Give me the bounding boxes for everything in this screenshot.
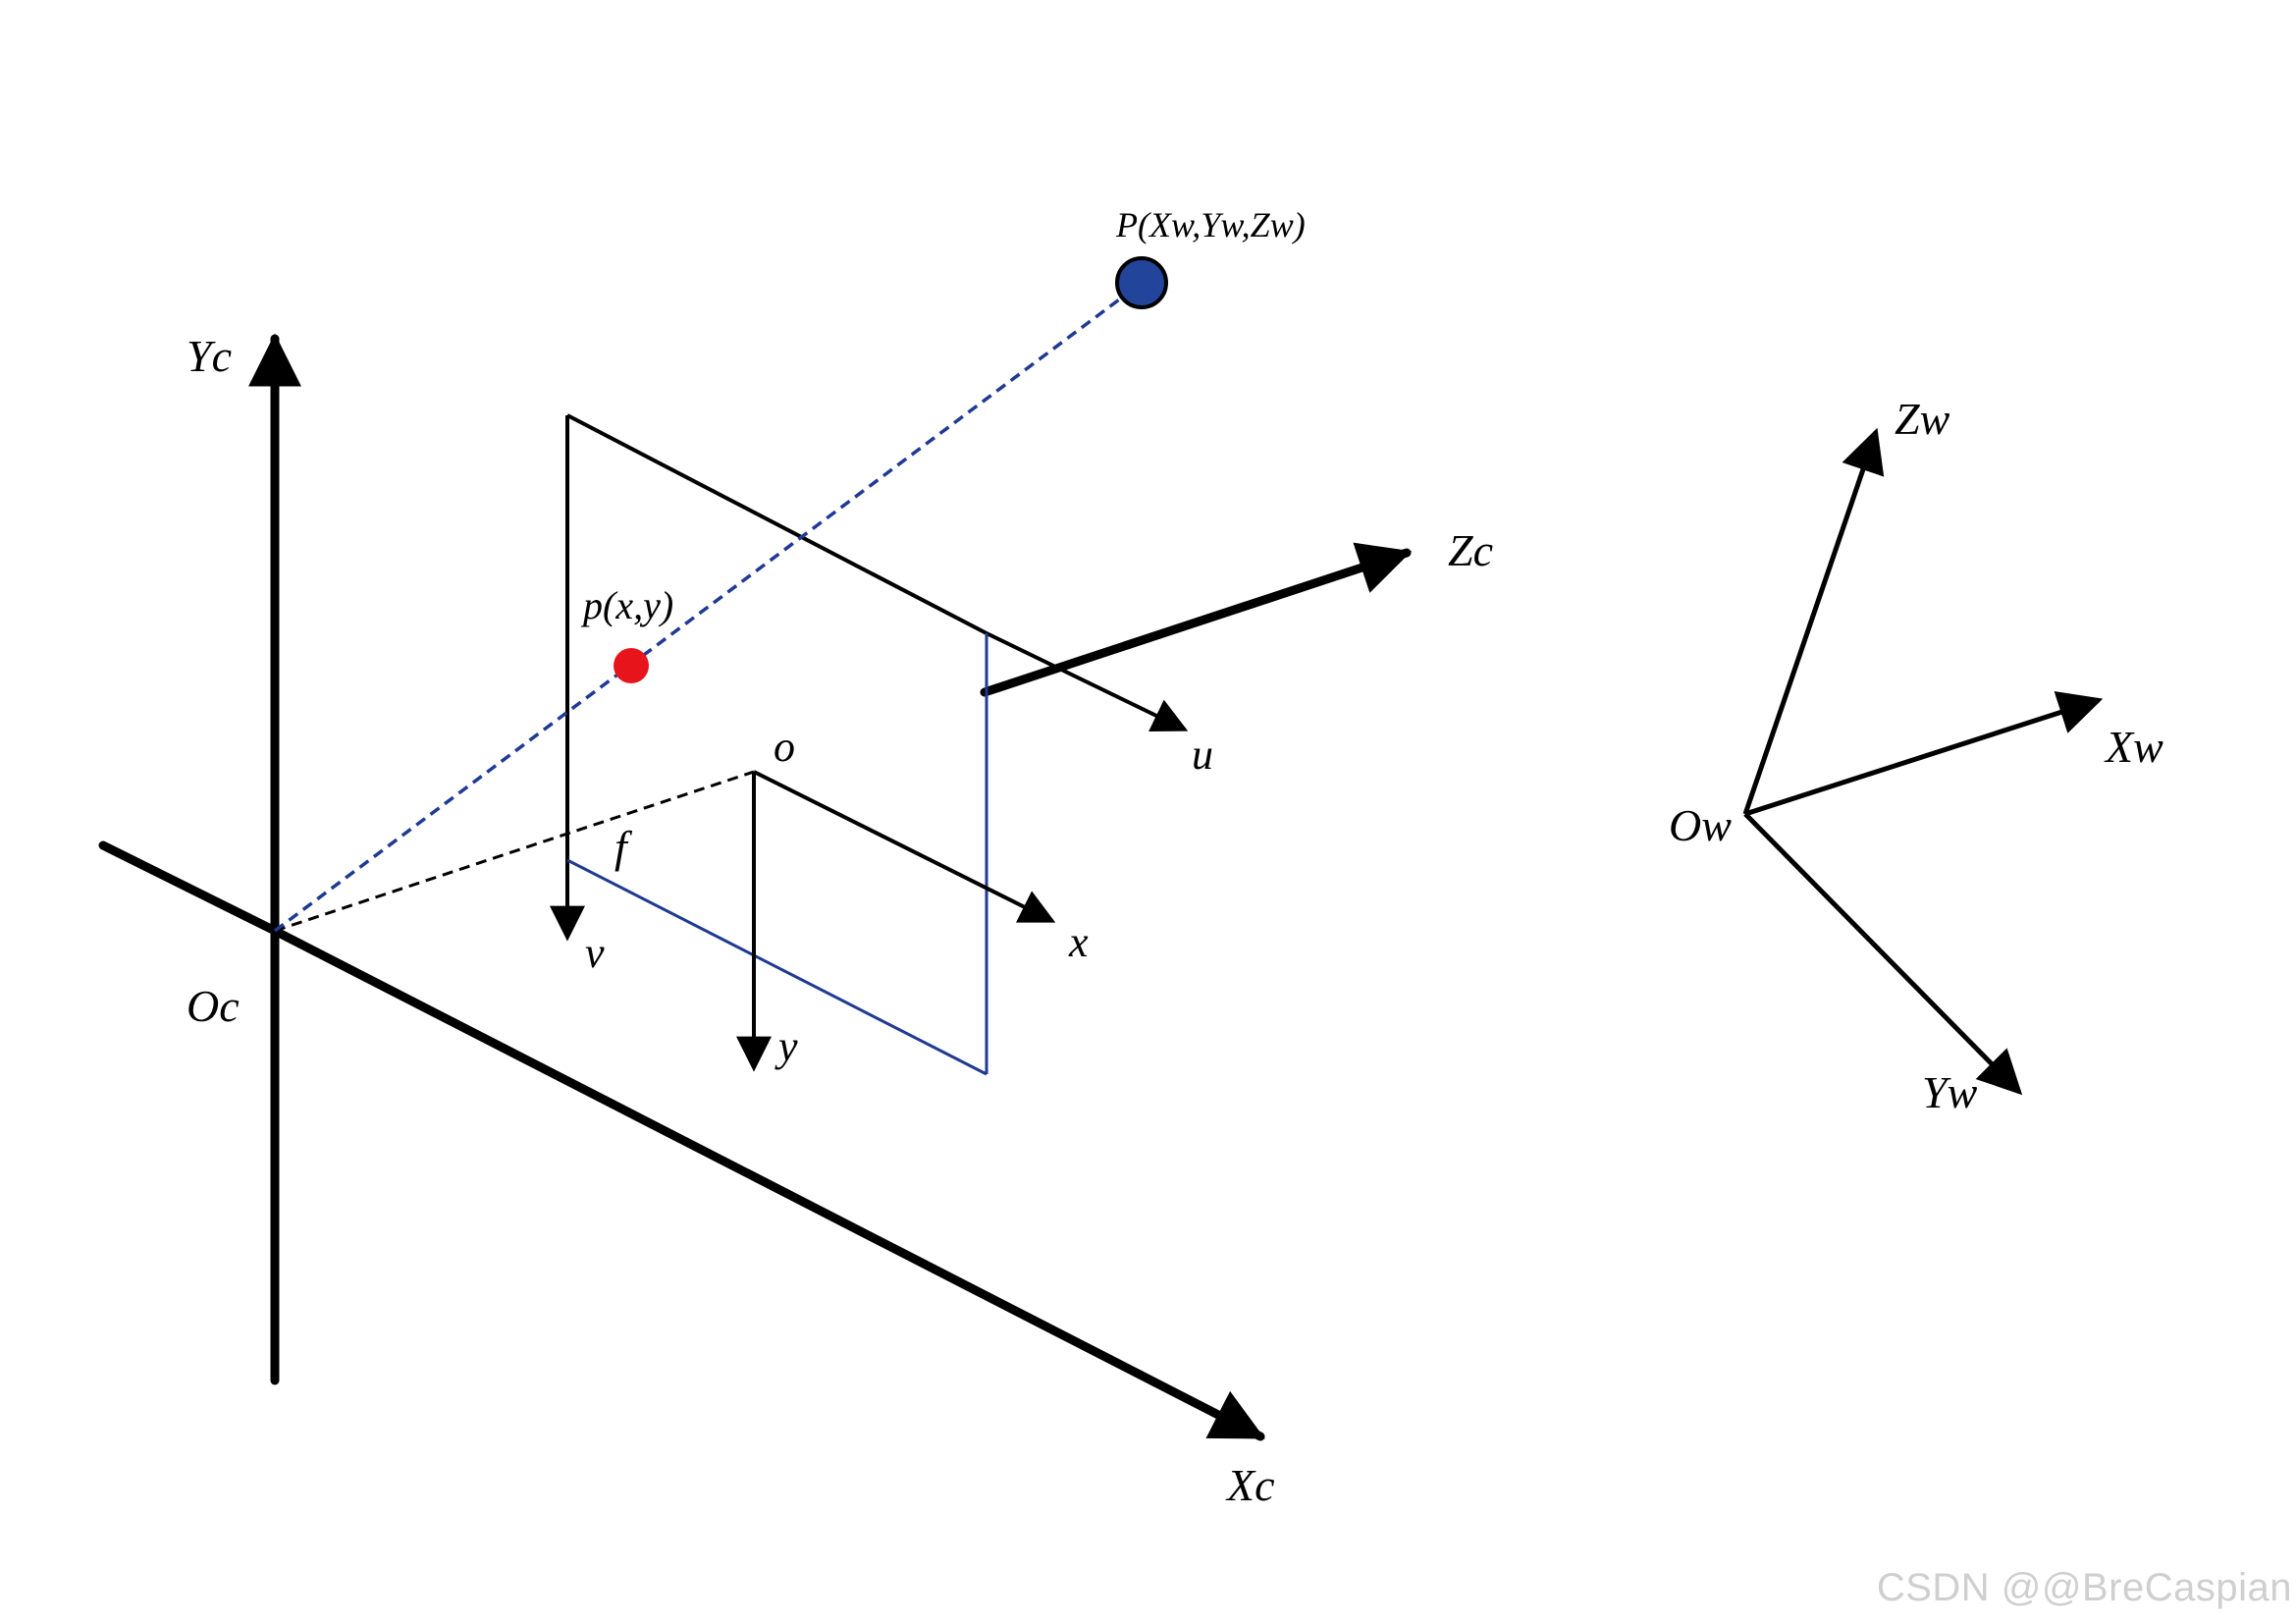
u-axis xyxy=(986,631,1189,732)
xc-label: Xc xyxy=(1225,1460,1275,1510)
world-point-marker xyxy=(1115,256,1168,309)
u-label: u xyxy=(1192,731,1213,779)
o-label: o xyxy=(774,723,795,771)
x-label: x xyxy=(1068,918,1089,966)
zw-label: Zw xyxy=(1895,394,1950,444)
yw-label: Yw xyxy=(1922,1067,1978,1117)
image-plane-top-edge xyxy=(566,413,988,635)
zc-label: Zc xyxy=(1448,525,1493,575)
yw-axis xyxy=(1743,812,2023,1096)
oc-label: Oc xyxy=(187,981,240,1031)
ow-label: Ow xyxy=(1669,800,1732,850)
xc-axis xyxy=(270,926,1265,1441)
zc-axis xyxy=(980,542,1413,697)
xc-axis-back xyxy=(98,840,280,936)
xw-label: Xw xyxy=(2104,722,2163,772)
world-point-label: P(Xw,Yw,Zw) xyxy=(1115,205,1306,244)
zw-axis xyxy=(1742,427,1885,815)
f-label: f xyxy=(614,822,633,872)
projection-ray xyxy=(273,281,1144,933)
v-label: v xyxy=(585,929,605,977)
image-point-marker xyxy=(614,648,649,683)
y-label: y xyxy=(774,1022,798,1070)
focal-length-line xyxy=(274,770,755,933)
xw-axis xyxy=(1744,691,2104,817)
image-plane-bottom-edge xyxy=(566,858,988,1076)
x-axis xyxy=(753,770,1056,923)
watermark-text: CSDN @@BreCaspian xyxy=(1876,1566,2292,1609)
image-point-label: p(x,y) xyxy=(580,583,673,627)
yc-label: Yc xyxy=(187,331,232,381)
